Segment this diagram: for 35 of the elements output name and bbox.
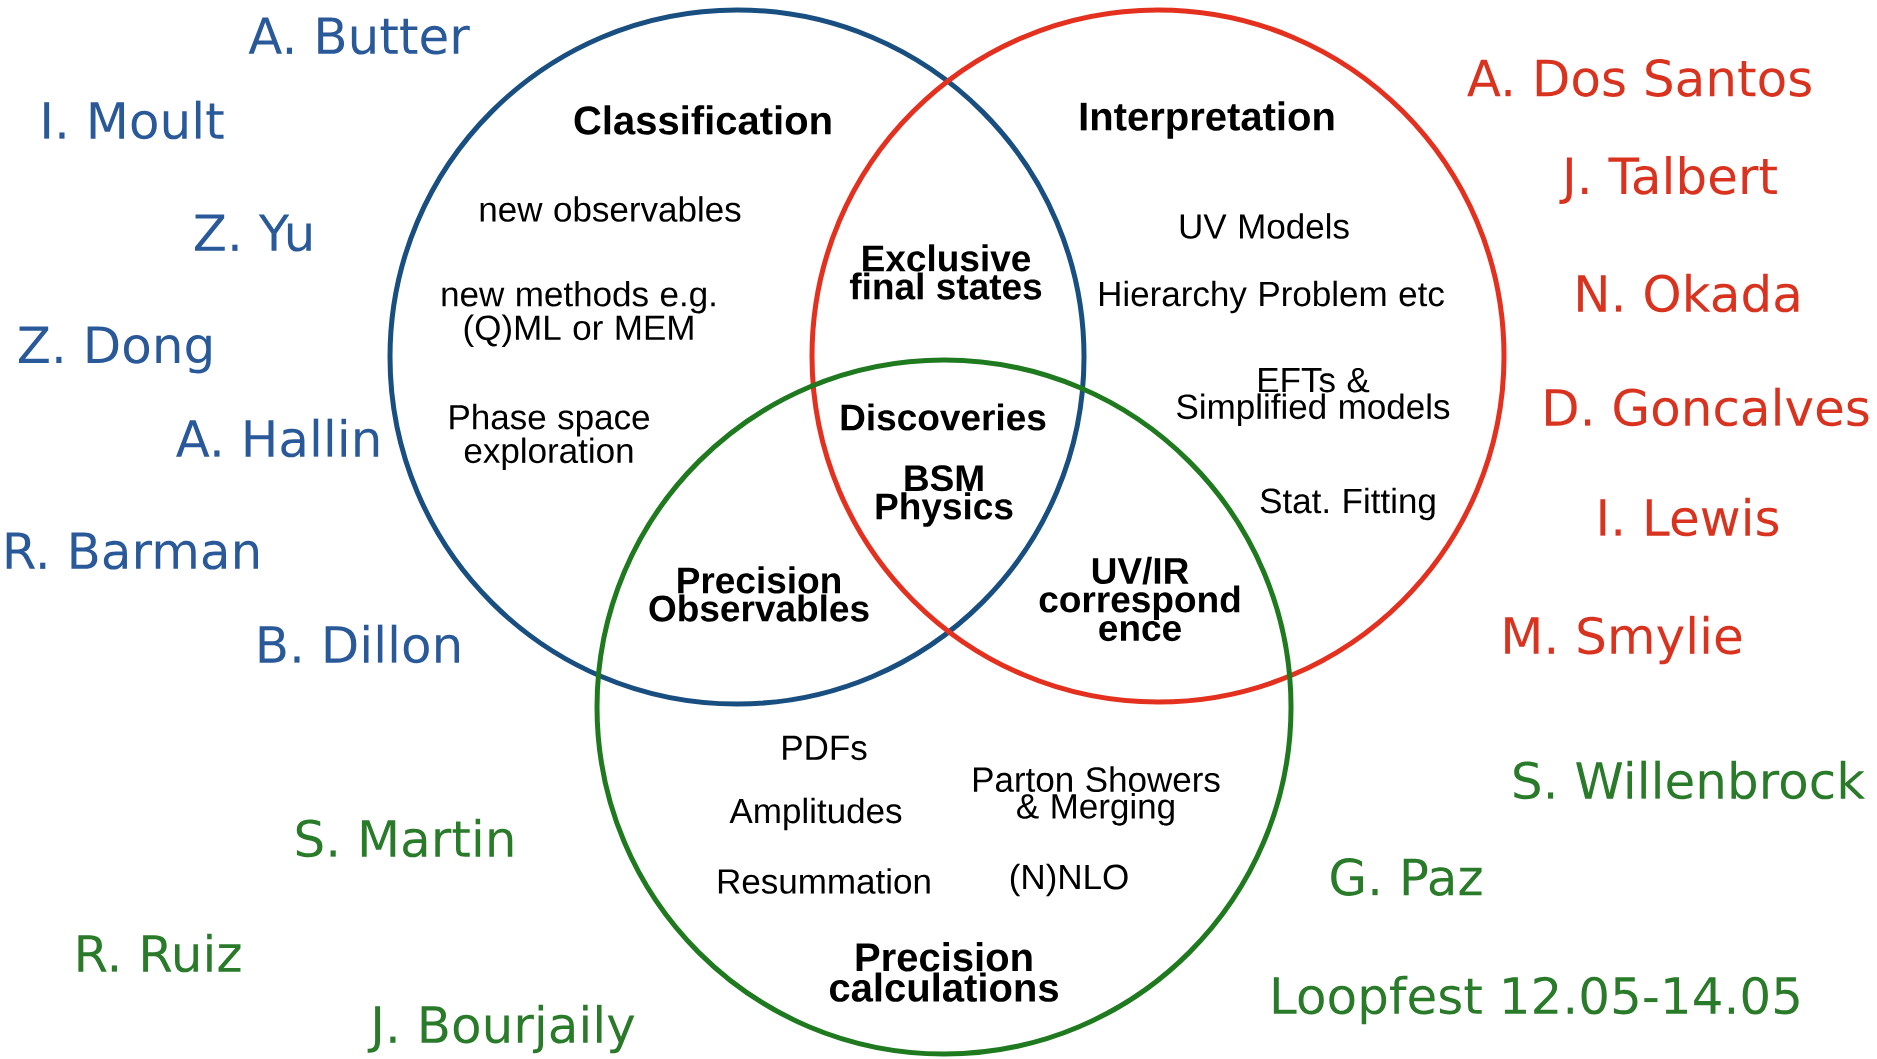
topic-text: new observables — [480, 196, 741, 222]
region-heading: Classification — [574, 105, 831, 135]
topic-text: Amplitudes — [729, 797, 902, 831]
person-name: J. Talbert — [1559, 156, 1777, 204]
person-name: Z. Dong — [18, 326, 211, 374]
person-name: Loopfest 12.05-14.05 — [1273, 975, 1799, 1025]
person-name: Z. Yu — [195, 214, 311, 252]
person-name: I. Lewis — [1600, 497, 1779, 537]
overlap-heading: Precision Observables — [649, 566, 869, 622]
overlap-heading: Exclusive final states — [849, 244, 1042, 300]
region-heading: Interpretation — [1080, 101, 1334, 139]
person-name: R. Barman — [6, 532, 258, 570]
topic-text: UV Models — [1180, 213, 1349, 239]
overlap-heading: UV/IR correspond ence — [1039, 556, 1240, 642]
person-name: A. Butter — [248, 17, 470, 55]
topic-text: Hierarchy Problem etc — [1100, 280, 1444, 314]
person-name: B. Dillon — [259, 624, 460, 664]
person-name: I. Moult — [44, 100, 224, 140]
region-heading: Precision calculations — [830, 942, 1058, 1002]
person-name: A. Dos Santos — [1467, 59, 1811, 97]
topic-text: new methods e.g. (Q)ML or MEM — [442, 280, 715, 348]
person-name: S. Willenbrock — [1514, 760, 1866, 800]
person-name: R. Ruiz — [78, 933, 241, 973]
person-name: N. Okada — [1578, 273, 1799, 313]
overlap-heading: Discoveries — [841, 403, 1046, 431]
topic-text: PDFs — [783, 735, 867, 761]
topic-text: Phase space exploration — [450, 403, 649, 471]
topic-text: EFTs & Simplified models — [1177, 367, 1450, 427]
overlap-heading: BSM Physics — [876, 465, 1013, 527]
topic-text: Stat. Fitting — [1260, 487, 1435, 521]
person-name: S. Martin — [296, 818, 513, 858]
topic-text: Resummation — [718, 868, 930, 894]
person-name: J. Bourjaily — [367, 1004, 635, 1054]
topic-text: (N)NLO — [1010, 863, 1128, 897]
topic-text: Parton Showers & Merging — [974, 766, 1220, 826]
